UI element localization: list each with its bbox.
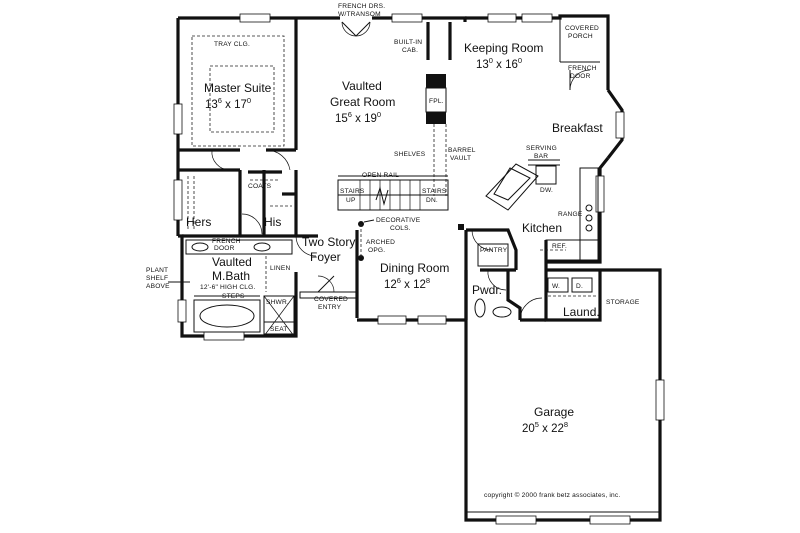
label-covered-porch-1: COVERED <box>565 25 599 32</box>
label-stairs-up-2: UP <box>346 197 356 204</box>
label-storage: STORAGE <box>606 299 640 306</box>
kitchen-counter <box>540 167 599 261</box>
label-cols: COLS. <box>390 225 411 232</box>
label-covered-entry-1: COVERED <box>314 296 348 303</box>
label-decorative: DECORATIVE <box>376 217 421 224</box>
dim-garage: 205 x 228 <box>522 420 568 435</box>
dim-dining-room: 126 x 128 <box>384 276 430 291</box>
label-bar: BAR <box>534 153 548 160</box>
label-french-door-2: DOOR <box>570 73 591 80</box>
label-shwr: SHWR. <box>266 299 289 306</box>
label-master-suite: Master Suite <box>204 81 272 95</box>
label-barrel: BARREL <box>448 147 476 154</box>
interior-walls <box>178 18 548 320</box>
label-great-room-2: Great Room <box>330 95 395 109</box>
label-foyer-1: Two Story <box>302 235 355 249</box>
label-dw: DW. <box>540 187 553 194</box>
label-french-door-bath-1: FRENCH <box>212 238 241 245</box>
label-plant: PLANT <box>146 267 168 274</box>
label-bath-clg: 12'-6" HIGH CLG. <box>200 284 256 291</box>
label-shelves: SHELVES <box>394 151 426 158</box>
label-cab: CAB. <box>402 47 418 54</box>
pantry-shelf <box>477 243 509 267</box>
dim-great-room: 156 x 190 <box>335 110 381 125</box>
label-fpl: FPL. <box>429 98 444 105</box>
label-his: His <box>264 215 281 229</box>
label-serving: SERVING <box>526 145 557 152</box>
label-hers: Hers <box>186 215 211 229</box>
decorative-columns <box>358 221 464 261</box>
label-french-drs: FRENCH DRS. <box>338 3 385 10</box>
fireplace <box>425 74 447 196</box>
label-keeping-room: Keeping Room <box>464 41 543 55</box>
dim-keeping-room: 130 x 160 <box>476 56 522 71</box>
stairs <box>337 175 449 211</box>
decorative-leader <box>363 219 375 223</box>
copyright-text: copyright © 2000 frank betz associates, … <box>484 491 620 499</box>
tray-ceiling-outline <box>191 35 285 147</box>
label-stairs-dn-2: DN. <box>426 197 438 204</box>
laundry-machines <box>547 277 596 297</box>
label-kitchen: Kitchen <box>522 221 562 235</box>
label-arched: ARCHED <box>366 239 395 246</box>
label-opg: OPG. <box>368 247 385 254</box>
label-dining-room: Dining Room <box>380 261 449 275</box>
label-ref: REF. <box>552 243 567 250</box>
label-stairs-dn-1: STAIRS <box>422 188 447 195</box>
entry-door <box>299 275 357 299</box>
label-pantry: PANTRY <box>480 247 508 254</box>
french-doors-top <box>341 21 371 37</box>
label-above: ABOVE <box>146 283 170 290</box>
door-swings <box>211 149 543 321</box>
label-covered-entry-2: ENTRY <box>318 304 342 311</box>
label-open-rail: OPEN RAIL <box>362 172 399 179</box>
closet-shelves <box>187 176 292 230</box>
label-seat: SEAT <box>270 326 288 333</box>
label-french-door-1: FRENCH <box>568 65 597 72</box>
label-laundry: Laund. <box>563 305 600 319</box>
label-vault: VAULT <box>450 155 471 162</box>
label-stairs-up-1: STAIRS <box>340 188 365 195</box>
label-shelf: SHELF <box>146 275 168 282</box>
label-washer: W. <box>552 283 560 290</box>
label-steps: STEPS <box>222 293 245 300</box>
label-built-in: BUILT-IN <box>394 39 422 46</box>
label-bath-1: Vaulted <box>212 255 252 269</box>
kitchen-island <box>485 159 560 211</box>
label-bath-2: M.Bath <box>212 269 250 283</box>
label-french-door-bath-2: DOOR <box>214 245 235 252</box>
bath-fixtures <box>185 239 295 337</box>
powder-fixtures <box>474 298 512 318</box>
label-garage: Garage <box>534 405 574 419</box>
label-dryer: D. <box>576 283 583 290</box>
label-coats: COATS <box>248 183 272 190</box>
label-tray-clg: TRAY CLG. <box>214 41 250 48</box>
windows <box>173 13 665 525</box>
label-range: RANGE <box>558 211 583 218</box>
covered-porch <box>559 16 600 91</box>
label-great-room-1: Vaulted <box>342 79 382 93</box>
label-w-transom: W/TRANSOM <box>338 11 381 18</box>
label-powder: Pwdr. <box>472 283 502 297</box>
dim-master-suite: 136 x 170 <box>205 96 251 111</box>
label-linen: LINEN <box>270 265 290 272</box>
tray-ceiling-inner <box>209 65 275 133</box>
label-foyer-2: Foyer <box>310 250 341 264</box>
label-breakfast: Breakfast <box>552 121 603 135</box>
label-covered-porch-2: PORCH <box>568 33 593 40</box>
